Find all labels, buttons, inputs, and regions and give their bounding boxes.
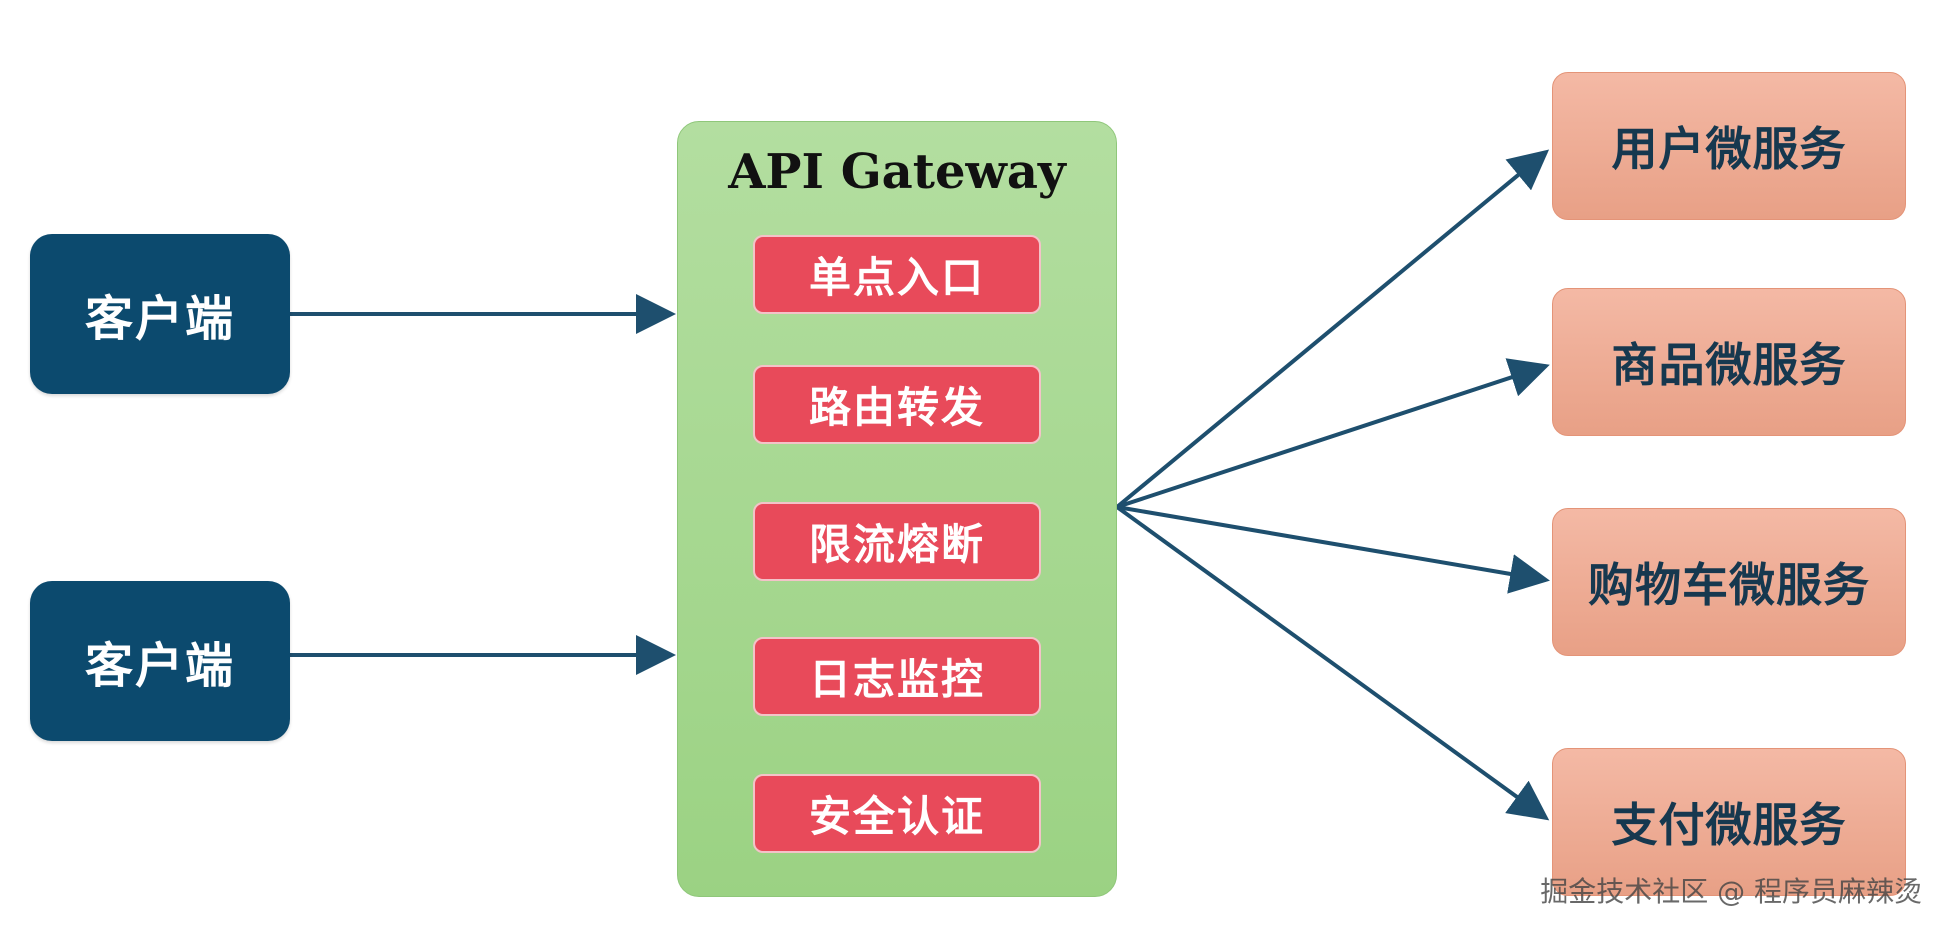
service-product: 商品微服务 [1552, 288, 1906, 436]
feature-routing: 路由转发 [753, 365, 1041, 444]
watermark: 掘金技术社区 @ 程序员麻辣烫 [1540, 875, 1922, 908]
feature-label: 限流熔断 [808, 520, 985, 569]
service-label: 支付微服务 [1611, 798, 1847, 852]
feature-label: 日志监控 [808, 655, 985, 704]
client-box: 客户端 [30, 581, 290, 741]
gateway-to-service-1-arrow [1116, 358, 1550, 509]
service-label: 用户微服务 [1611, 122, 1847, 176]
feature-single-entry: 单点入口 [753, 235, 1041, 314]
client-label: 客户端 [84, 638, 235, 694]
service-user: 用户微服务 [1552, 72, 1906, 220]
api-gateway-panel: API Gateway 单点入口 路由转发 限流熔断 日志监控 安全认证 [677, 121, 1117, 897]
gateway-to-service-2-arrow [1116, 505, 1550, 594]
feature-rate-limit: 限流熔断 [753, 502, 1041, 581]
gateway-to-service-3-arrow [1115, 505, 1550, 821]
feature-label: 单点入口 [808, 253, 985, 302]
feature-logging: 日志监控 [753, 637, 1041, 716]
client-label: 客户端 [84, 291, 235, 347]
service-label: 购物车微服务 [1588, 558, 1870, 612]
gateway-title: API Gateway [728, 144, 1066, 200]
service-label: 商品微服务 [1611, 338, 1847, 392]
client-box: 客户端 [30, 234, 290, 394]
feature-auth: 安全认证 [753, 774, 1041, 853]
service-cart: 购物车微服务 [1552, 508, 1906, 656]
feature-label: 安全认证 [808, 792, 985, 841]
service-payment: 支付微服务 [1552, 748, 1906, 896]
gateway-to-service-0-arrow [1115, 149, 1550, 509]
feature-label: 路由转发 [808, 383, 985, 432]
